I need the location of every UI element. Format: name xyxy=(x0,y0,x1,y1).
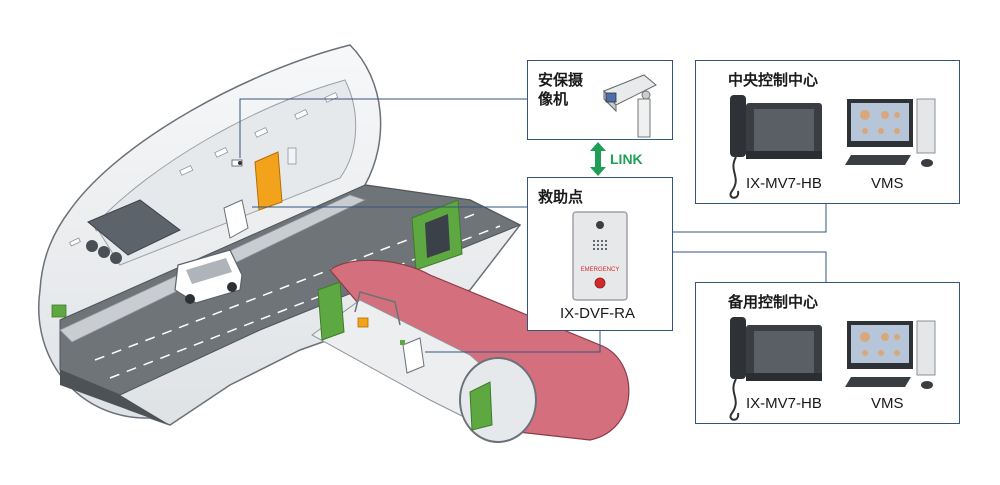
help-point-title: 救助点 xyxy=(538,189,584,206)
backup-connector xyxy=(673,251,827,282)
cross-passage-tube xyxy=(329,259,630,441)
master-station-icon xyxy=(729,95,822,199)
panel-emergency-text: EMERGENCY xyxy=(581,267,620,273)
cross-passage-frame xyxy=(354,291,401,326)
emergency-door-orange xyxy=(254,151,283,211)
central-control-center-box: 中央控制中心 IX-MV7-HB VMS xyxy=(695,60,960,204)
ventilation-fan xyxy=(86,199,181,264)
cross-passage-connector xyxy=(425,330,601,353)
wall-sign xyxy=(287,147,297,165)
backup-center-title: 备用控制中心 xyxy=(728,294,819,311)
tunnel-camera xyxy=(231,159,243,167)
master-station-icon xyxy=(729,317,822,421)
van-illustration xyxy=(174,249,243,304)
central-center-title: 中央控制中心 xyxy=(728,72,819,89)
cross-passage-yellow-box xyxy=(357,317,369,328)
emergency-sign-left xyxy=(51,304,67,318)
backup-master-station-label: IX-MV7-HB xyxy=(746,395,822,412)
help-point-panel-icon: EMERGENCY xyxy=(572,211,628,301)
road-slab-front xyxy=(60,370,170,425)
cross-passage-end-door xyxy=(469,381,493,431)
cross-passage-entry-door xyxy=(411,199,463,271)
camera-connector xyxy=(239,98,527,158)
central-master-station-label: IX-MV7-HB xyxy=(746,175,822,192)
camera-box-title-line1: 安保摄 xyxy=(538,72,584,89)
cross-passage-help-point xyxy=(402,337,425,374)
help-point-device-label: IX-DVF-RA xyxy=(560,305,635,322)
security-camera-icon xyxy=(603,74,657,138)
backup-vms-label: VMS xyxy=(871,395,904,412)
desktop-computer-icon xyxy=(845,98,936,167)
help-point-cabinet xyxy=(223,199,249,239)
cross-passage-door-green xyxy=(317,281,345,341)
desktop-computer-icon xyxy=(845,320,936,389)
connector-lines xyxy=(239,98,827,353)
security-camera-box: 安保摄 像机 xyxy=(527,60,673,140)
help-point-box: 救助点 EMERGENCY IX-DVF-RA xyxy=(527,177,673,331)
link-label: LINK xyxy=(610,151,643,167)
bidirectional-arrow-icon xyxy=(590,142,606,176)
central-vms-label: VMS xyxy=(871,175,904,192)
camera-box-title-line2: 像机 xyxy=(538,91,569,108)
central-connector xyxy=(673,204,827,233)
cross-passage-plant xyxy=(400,340,405,345)
tunnel-illustration xyxy=(38,44,630,443)
backup-control-center-box: 备用控制中心 IX-MV7-HB VMS xyxy=(695,282,960,424)
